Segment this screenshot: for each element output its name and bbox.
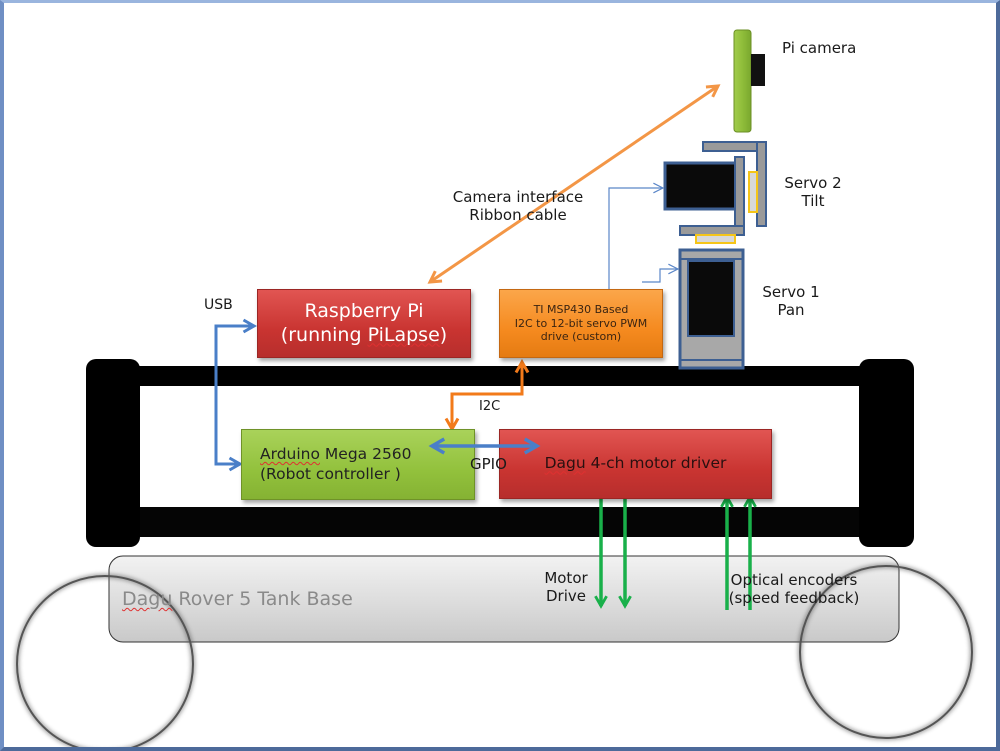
servo-pan-label: Servo 1 Pan	[762, 283, 820, 319]
pi-camera-icon	[733, 29, 765, 133]
usb-label: USB	[204, 297, 233, 313]
chassis-right-side	[859, 359, 914, 547]
chassis-frame	[86, 359, 914, 547]
raspberry-pi-subtitle: (running PiLapse)	[280, 323, 448, 346]
servo-driver-line-1: TI MSP430 Based	[533, 302, 629, 316]
motor-driver-label: Dagu 4-ch motor driver	[544, 454, 727, 473]
raspberry-pi-title: Raspberry Pi	[304, 299, 424, 322]
chassis-bottom-rail	[120, 507, 880, 537]
motor-drive-label: Motor Drive	[544, 569, 588, 605]
servo-tilt-label: Servo 2 Tilt	[784, 174, 842, 210]
servo-driver-line-3: drive (custom)	[540, 330, 622, 344]
camera-cable-label: Camera interface Ribbon cable	[452, 188, 584, 224]
wheel-left	[15, 574, 195, 751]
pi-camera-label: Pi camera	[782, 39, 857, 57]
tank-base-label: Dagu Rover 5 Tank Base	[122, 588, 353, 610]
usb-link	[214, 318, 258, 472]
camera-ribbon-cable	[427, 84, 721, 284]
gpio-label: GPIO	[470, 455, 507, 473]
i2c-link	[444, 358, 530, 433]
arduino-title: Arduino Mega 2560	[260, 445, 412, 464]
servo-tilt-icon	[663, 141, 767, 244]
chassis-top-rail	[120, 366, 880, 386]
servo-pan-icon	[678, 248, 745, 370]
motor-driver-box: Dagu 4-ch motor driver	[499, 429, 772, 499]
servo-driver-box: TI MSP430 Based I2C to 12-bit servo PWM …	[499, 289, 663, 358]
arduino-subtitle: (Robot controller )	[260, 464, 401, 483]
servo-tilt-signal-line	[608, 188, 663, 290]
tank-base	[108, 555, 900, 643]
i2c-label: I2C	[479, 399, 501, 414]
servo-pan-signal-line	[642, 269, 678, 283]
arduino-box: Arduino Mega 2560 (Robot controller )	[241, 429, 475, 500]
encoders-label: Optical encoders (speed feedback)	[728, 571, 860, 607]
chassis-left-side	[86, 359, 140, 547]
servo-driver-line-2: I2C to 12-bit servo PWM	[514, 316, 648, 330]
raspberry-pi-box: Raspberry Pi (running PiLapse)	[257, 289, 471, 358]
wheel-right	[798, 564, 974, 740]
